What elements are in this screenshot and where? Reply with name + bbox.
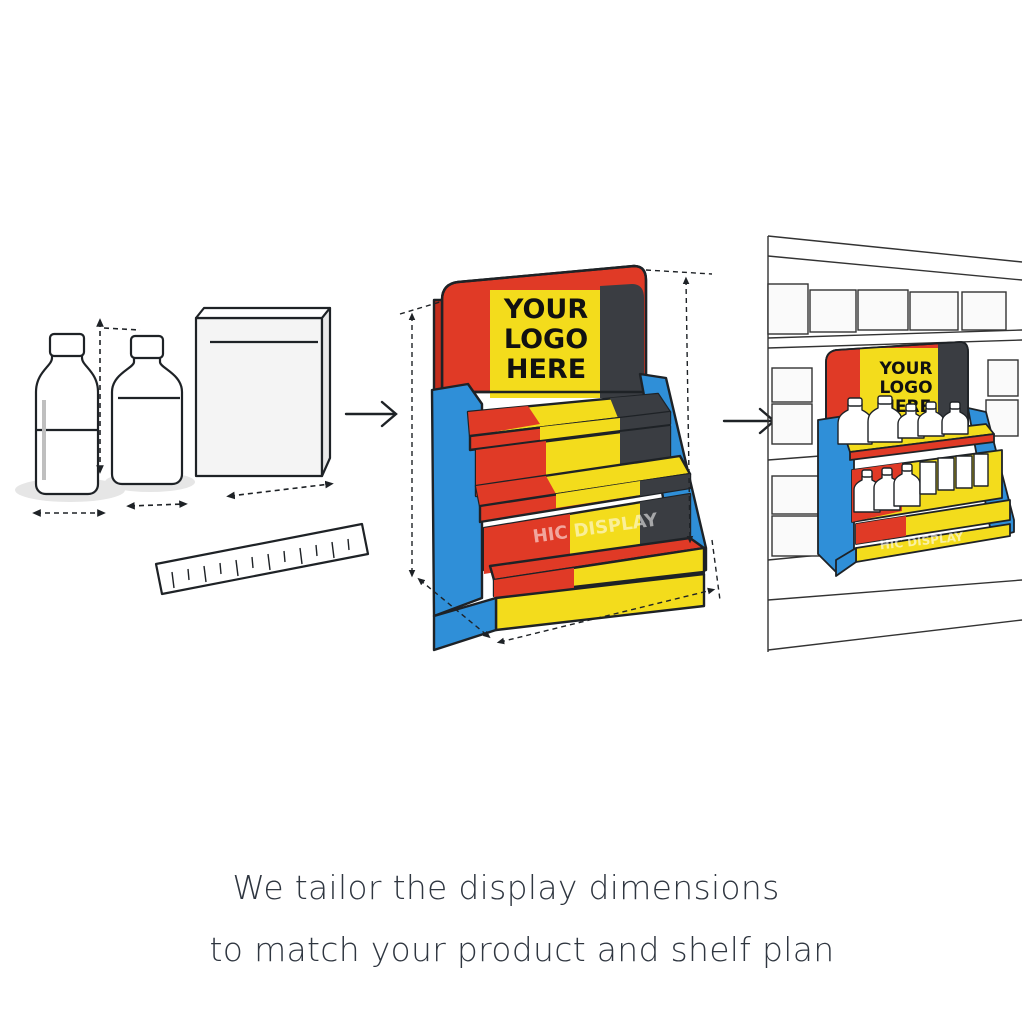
display-unit: YOUR LOGO HERE HIC DISPLAY xyxy=(430,264,708,652)
caption-line-1: We tailor the display dimensions xyxy=(232,868,780,907)
display-dimensions xyxy=(399,269,721,645)
display-logo-line2: LOGO xyxy=(504,324,588,355)
display-logo-line3: HERE xyxy=(506,354,586,385)
shelf-logo-line2: LOGO xyxy=(879,378,932,398)
product-box xyxy=(194,306,332,478)
ruler xyxy=(154,522,370,596)
caption-line-2: to match your product and shelf plan xyxy=(209,930,835,969)
arrow-right-icon xyxy=(344,400,398,428)
display-logo-line1: YOUR xyxy=(503,294,588,325)
products-group xyxy=(15,306,370,596)
bottle-large xyxy=(34,332,100,496)
product-dimensions xyxy=(32,318,334,517)
bottle-small xyxy=(110,334,184,486)
arrow-right-icon xyxy=(722,407,776,435)
shelf-display-unit: YOUR LOGO HERE xyxy=(817,341,1015,577)
shelf-logo-line1: YOUR xyxy=(878,359,932,379)
